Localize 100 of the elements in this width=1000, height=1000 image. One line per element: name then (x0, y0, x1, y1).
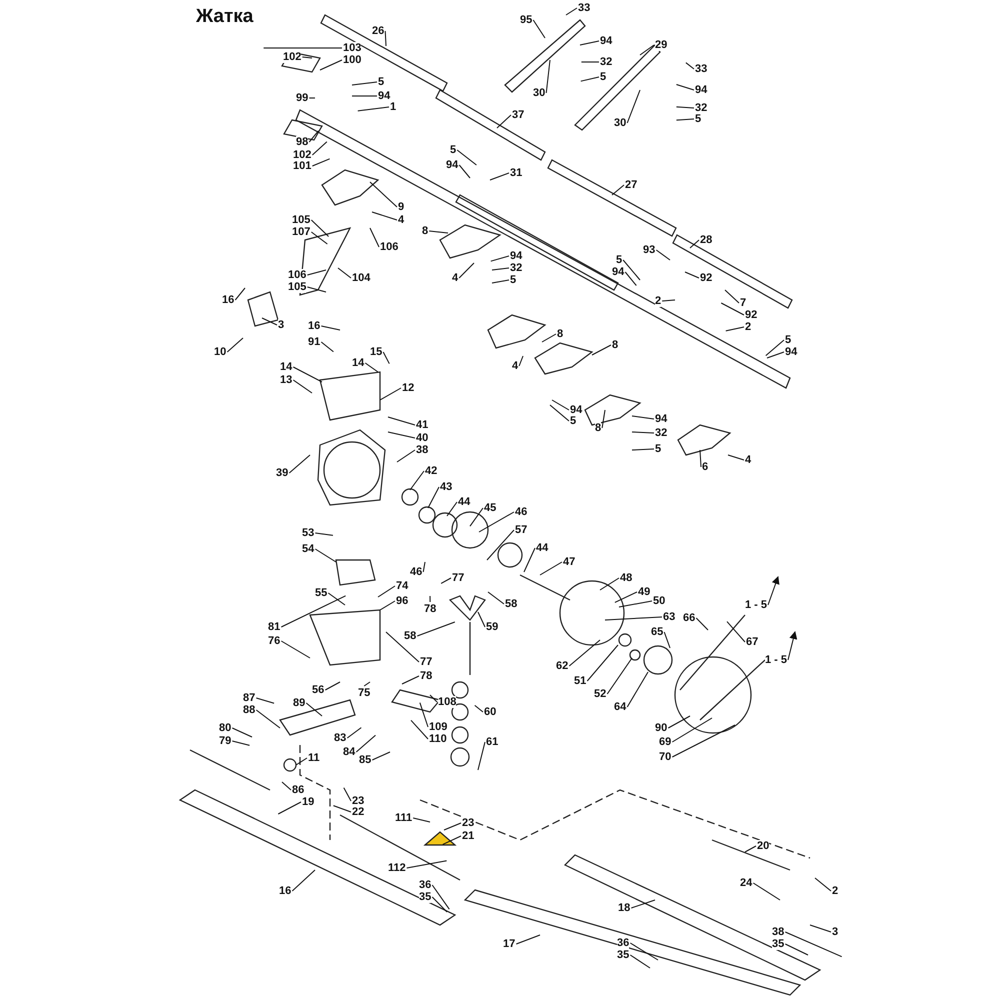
leader-line (292, 870, 316, 892)
callout-number: 92 (700, 272, 712, 284)
leader-line (312, 158, 330, 166)
leader-line (492, 268, 510, 270)
leader-line (380, 388, 402, 400)
leader-line (370, 182, 398, 208)
leader-line (226, 338, 244, 352)
leader-line (432, 896, 448, 912)
leader-line (296, 758, 308, 766)
callout-number: 9 (398, 201, 404, 213)
callout-number: 20 (757, 840, 770, 852)
leader-line (488, 592, 504, 604)
leader-line (314, 548, 336, 562)
leader-line (474, 704, 484, 712)
leader-line (546, 60, 550, 94)
leader-line (490, 172, 510, 180)
callout-number: 81 (268, 621, 280, 633)
leader-line (604, 616, 662, 620)
leader-line (328, 592, 346, 606)
leader-line (442, 836, 462, 845)
callout-number: 63 (663, 611, 676, 623)
leader-line (690, 240, 700, 248)
leader-line (282, 782, 292, 790)
leader-line (784, 932, 842, 958)
callout-number: 107 (292, 226, 310, 238)
leader-line (478, 612, 486, 628)
callout-number: 8 (595, 422, 602, 434)
leader-line (744, 846, 756, 852)
leader-line (630, 900, 656, 908)
leader-line (320, 342, 334, 352)
leader-line (810, 924, 832, 932)
leader-line (458, 164, 470, 178)
leader-line (308, 130, 319, 142)
callout-number: 14 (280, 361, 292, 373)
leader-line (700, 450, 702, 468)
callout-number: 32 (600, 56, 612, 68)
callout-number: 30 (614, 117, 626, 129)
leader-line (416, 622, 456, 636)
callout-number: 5 (510, 274, 516, 286)
leader-line (612, 184, 624, 196)
leader-line (440, 578, 452, 584)
callout-number: 66 (683, 612, 696, 624)
arrow (768, 576, 780, 606)
callout-number: 94 (510, 250, 522, 262)
leader-line (278, 802, 302, 814)
callout-number: 94 (785, 346, 798, 358)
callout-number: 47 (563, 556, 576, 568)
leader-line (234, 288, 246, 300)
callout-number: 79 (219, 735, 232, 747)
callout-number: 19 (302, 796, 314, 808)
leader-line (338, 268, 352, 278)
leader-line (552, 400, 570, 410)
callout-number: 94 (446, 159, 458, 171)
leader-line (262, 318, 278, 326)
callout-number: 84 (343, 746, 356, 758)
callout-number: 43 (440, 481, 452, 493)
callout-number: 108 (438, 696, 456, 708)
callout-number: 38 (772, 926, 784, 938)
arrow (788, 631, 798, 660)
callout-number: 53 (302, 527, 314, 539)
leader-line (632, 416, 654, 420)
callout-number: 40 (416, 432, 428, 444)
callout-number: 98 (296, 136, 308, 148)
callout-number: 49 (638, 586, 650, 598)
callout-number: 21 (462, 830, 474, 842)
leader-line (428, 486, 440, 508)
leader-line (332, 805, 352, 812)
callout-number: 102 (283, 51, 302, 63)
leader-line (292, 366, 322, 382)
callout-number: 48 (620, 572, 632, 584)
leader-line (490, 256, 510, 262)
leader-line (626, 672, 648, 708)
callout-number: 16 (308, 320, 320, 332)
callout-number: 45 (484, 502, 496, 514)
leader-line (324, 682, 340, 690)
leader-line (428, 230, 448, 234)
callout-number: 96 (396, 595, 408, 607)
callout-number: 32 (655, 427, 668, 439)
callout-number: 101 (293, 160, 312, 172)
callout-number: 80 (219, 722, 232, 734)
callout-number: 91 (308, 336, 320, 348)
leader-line (518, 356, 524, 366)
callout-number: 16 (222, 294, 234, 306)
callout-number: 28 (700, 234, 712, 246)
callout-number: 11 (308, 752, 320, 764)
leader-line (784, 944, 808, 956)
diagram-title: Жатка (196, 6, 254, 28)
callout-number: 70 (659, 751, 672, 763)
leader-line (419, 702, 428, 728)
leader-line (406, 860, 448, 868)
callout-number: 33 (695, 63, 708, 75)
leader-line (632, 432, 654, 434)
callout-number: 2 (745, 321, 752, 333)
callout-number: 2 (655, 295, 662, 307)
leader-line (396, 450, 416, 462)
callout-number: 15 (370, 346, 382, 358)
leader-line (380, 600, 396, 610)
leader-line (382, 352, 390, 364)
callout-number: 6 (702, 461, 708, 473)
callout-number: 55 (315, 587, 328, 599)
